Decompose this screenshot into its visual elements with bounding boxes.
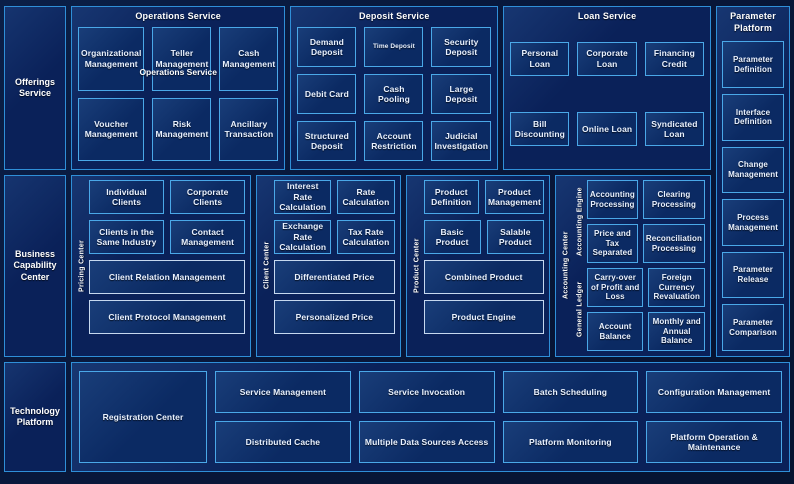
item-voucher-management[interactable]: Voucher Management (78, 97, 145, 161)
rail-business-capability-center[interactable]: Business Capability Center (4, 175, 66, 357)
item-corporate-clients[interactable]: Corporate Clients (170, 180, 246, 214)
item-cash-pooling[interactable]: Cash Pooling (364, 74, 424, 114)
section-operations-service: Operations Service Operations Service Or… (71, 6, 286, 170)
section-title-parameter-platform: Parameter Platform (730, 11, 776, 33)
item-price-and-tax-separated[interactable]: Price and Tax Separated (586, 224, 638, 263)
item-personalized-price[interactable]: Personalized Price (274, 300, 395, 334)
item-financing-credit[interactable]: Financing Credit (644, 41, 705, 76)
item-corporate-loan[interactable]: Corporate Loan (577, 41, 637, 76)
row-technology-platform: Technology Platform Registration Center … (4, 362, 790, 472)
item-ancillary-transaction[interactable]: Ancillary Transaction (219, 97, 279, 161)
item-organizational-management[interactable]: Organizational Management (78, 27, 145, 91)
item-configuration-management[interactable]: Configuration Management (646, 371, 782, 413)
vlabel-general-ledger: General Ledger (576, 281, 584, 338)
item-judicial-investigation[interactable]: Judicial Investigation (431, 121, 492, 161)
item-risk-management[interactable]: Risk Management (152, 97, 212, 161)
item-process-management[interactable]: Process Management (722, 199, 785, 246)
section-title-operations-service: Operations Service (135, 11, 221, 21)
item-reconciliation-processing[interactable]: Reconciliation Processing (642, 224, 705, 263)
item-foreign-currency-revaluation[interactable]: Foreign Currency Revaluation (648, 268, 705, 307)
item-basic-product[interactable]: Basic Product (423, 220, 481, 254)
item-contact-management[interactable]: Contact Management (170, 220, 246, 254)
section-parameter-platform: Parameter Platform Parameter Definition … (716, 6, 791, 357)
item-registration-center[interactable]: Registration Center (79, 371, 207, 463)
item-parameter-definition[interactable]: Parameter Definition (722, 41, 785, 88)
item-product-definition[interactable]: Product Definition (423, 180, 479, 214)
item-product-management[interactable]: Product Management (484, 180, 544, 214)
item-salable-product[interactable]: Salable Product (486, 220, 544, 254)
item-interface-definition[interactable]: Interface Definition (722, 93, 785, 141)
row-offerings-service: Offerings Service Operations Service Ope… (4, 6, 791, 357)
item-parameter-comparison[interactable]: Parameter Comparison (722, 304, 785, 352)
subsection-accounting-engine: Accounting Engine Accounting Processing … (573, 180, 705, 263)
item-demand-deposit[interactable]: Demand Deposit (297, 27, 357, 67)
item-change-management[interactable]: Change Management (722, 146, 785, 194)
item-account-balance[interactable]: Account Balance (586, 312, 644, 351)
item-security-deposit[interactable]: Security Deposit (431, 27, 492, 67)
item-cash-management[interactable]: Cash Management (219, 27, 279, 91)
section-title-loan-service: Loan Service (577, 11, 637, 21)
technology-platform-items: Service Management Service Invocation Ba… (215, 371, 782, 463)
section-deposit-service: Deposit Service Demand Deposit Time Depo… (290, 6, 499, 170)
operations-service-items: Operations Service Organizational Manage… (78, 27, 279, 161)
item-combined-product[interactable]: Combined Product (423, 260, 544, 294)
item-individual-clients[interactable]: Individual Clients (89, 180, 165, 214)
section-loan-service: Loan Service Personal Loan Corporate Loa… (503, 6, 712, 170)
item-debit-card[interactable]: Debit Card (297, 74, 357, 114)
subsection-general-ledger: General Ledger Carry-over of Profit and … (573, 268, 705, 351)
row-business-capability-center: Business Capability Center Pricing Cente… (4, 175, 790, 357)
vlabel-product-center: Product Center (413, 238, 421, 293)
item-client-relation-management[interactable]: Client Relation Management (89, 260, 246, 294)
loan-service-items: Personal Loan Corporate Loan Financing C… (510, 27, 705, 161)
item-structured-deposit[interactable]: Structured Deposit (297, 121, 357, 161)
item-tax-rate-calculation[interactable]: Tax Rate Calculation (337, 220, 395, 254)
vlabel-accounting-engine: Accounting Engine (576, 187, 584, 256)
section-title-deposit-service: Deposit Service (359, 11, 430, 21)
item-service-management[interactable]: Service Management (215, 371, 351, 413)
item-platform-monitoring[interactable]: Platform Monitoring (502, 421, 639, 463)
item-distributed-cache[interactable]: Distributed Cache (215, 421, 351, 463)
item-parameter-release[interactable]: Parameter Release (722, 251, 785, 299)
section-technology-platform: Registration Center Service Management S… (71, 362, 790, 472)
rail-offerings-service[interactable]: Offerings Service (4, 6, 66, 170)
item-bill-discounting[interactable]: Bill Discounting (510, 112, 570, 147)
item-multiple-data-sources-access[interactable]: Multiple Data Sources Access (358, 421, 495, 463)
item-batch-scheduling[interactable]: Batch Scheduling (502, 371, 639, 413)
panel-pricing-center: Pricing Center Individual Clients Corpor… (71, 175, 252, 357)
panel-product-center: Product Center Product Definition Produc… (405, 175, 550, 357)
vlabel-client-center: Client Center (263, 241, 271, 290)
item-syndicated-loan[interactable]: Syndicated Loan (644, 112, 705, 147)
item-clearing-processing[interactable]: Clearing Processing (642, 180, 705, 219)
item-service-invocation[interactable]: Service Invocation (358, 371, 495, 413)
item-exchange-rate-calculation[interactable]: Exchange Rate Calculation (274, 220, 332, 254)
item-monthly-and-annual-balance[interactable]: Monthly and Annual Balance (648, 312, 705, 351)
deposit-service-items: Demand Deposit Time Deposit Security Dep… (297, 27, 492, 161)
item-personal-loan[interactable]: Personal Loan (510, 41, 570, 76)
item-rate-calculation[interactable]: Rate Calculation (337, 180, 395, 214)
item-online-loan[interactable]: Online Loan (577, 112, 637, 147)
item-account-restriction[interactable]: Account Restriction (364, 121, 424, 161)
item-carry-over-of-profit-and-loss[interactable]: Carry-over of Profit and Loss (586, 268, 644, 307)
item-large-deposit[interactable]: Large Deposit (431, 74, 492, 114)
item-teller-management[interactable]: Teller Management (152, 27, 212, 91)
item-interest-rate-calculation[interactable]: Interest Rate Calculation (274, 180, 332, 214)
item-accounting-processing[interactable]: Accounting Processing (586, 180, 638, 219)
item-client-protocol-management[interactable]: Client Protocol Management (89, 300, 246, 334)
panel-client-center: Client Center Interest Rate Calculation … (256, 175, 401, 357)
panel-accounting-center: Accounting Center Accounting Engine Acco… (554, 175, 711, 357)
item-product-engine[interactable]: Product Engine (423, 300, 544, 334)
item-platform-operation-maintenance[interactable]: Platform Operation & Maintenance (646, 421, 782, 463)
item-differentiated-price[interactable]: Differentiated Price (274, 260, 395, 294)
item-time-deposit[interactable]: Time Deposit (364, 27, 424, 67)
vlabel-pricing-center: Pricing Center (78, 239, 86, 292)
rail-technology-platform[interactable]: Technology Platform (4, 362, 66, 472)
vlabel-accounting-center: Accounting Center (562, 231, 570, 300)
item-clients-in-the-same-industry[interactable]: Clients in the Same Industry (89, 220, 165, 254)
